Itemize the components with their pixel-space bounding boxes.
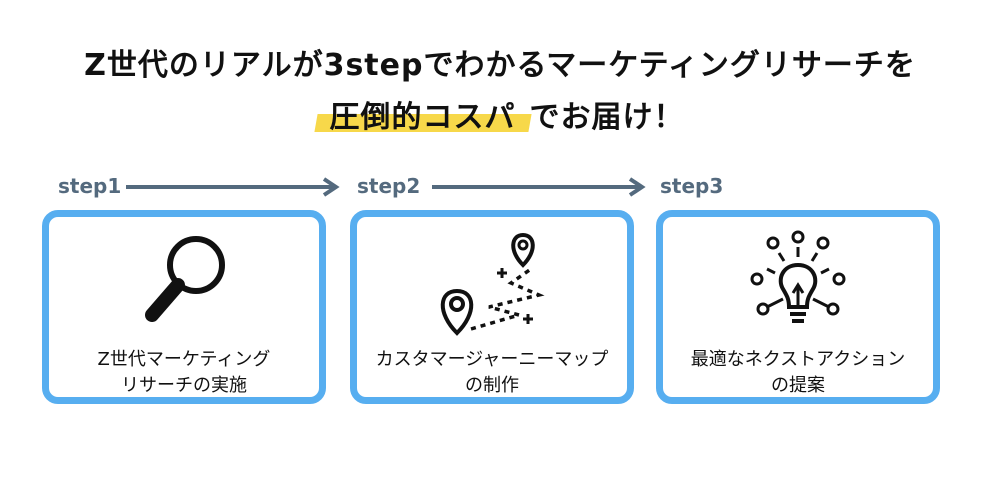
caption-line: 最適なネクストアクション xyxy=(690,349,906,370)
caption-line: カスタマージャーニーマップ xyxy=(375,349,609,370)
headline-line-2: 圧倒的コスパでお届け！ xyxy=(0,92,1000,136)
step-caption-1: Z世代マーケティング リサーチの実施 xyxy=(49,347,319,399)
step-caption-2: カスタマージャーニーマップ の制作 xyxy=(357,347,627,399)
arrow-right-icon xyxy=(432,177,646,197)
step-card-1: Z世代マーケティング リサーチの実施 xyxy=(42,210,326,404)
lightbulb-idea-icon xyxy=(750,230,846,323)
headline-highlight: 圧倒的コスパ xyxy=(316,92,530,136)
caption-line: の提案 xyxy=(771,375,825,396)
route-map-icon xyxy=(440,232,545,336)
step-label-2: step2 xyxy=(357,174,421,198)
step-label-3: step3 xyxy=(660,174,724,198)
step-caption-3: 最適なネクストアクション の提案 xyxy=(663,347,933,399)
arrow-right-icon xyxy=(126,177,340,197)
caption-line: リサーチの実施 xyxy=(121,375,247,396)
caption-line: の制作 xyxy=(465,375,519,396)
magnifier-icon xyxy=(145,236,225,322)
step-card-2: カスタマージャーニーマップ の制作 xyxy=(350,210,634,404)
headline-rest: でお届け！ xyxy=(529,100,685,135)
caption-line: Z世代マーケティング xyxy=(97,349,271,370)
step-label-1: step1 xyxy=(58,174,122,198)
headline-line-1: Z世代のリアルが3stepでわかるマーケティングリサーチを xyxy=(84,48,916,83)
step-card-3: 最適なネクストアクション の提案 xyxy=(656,210,940,404)
